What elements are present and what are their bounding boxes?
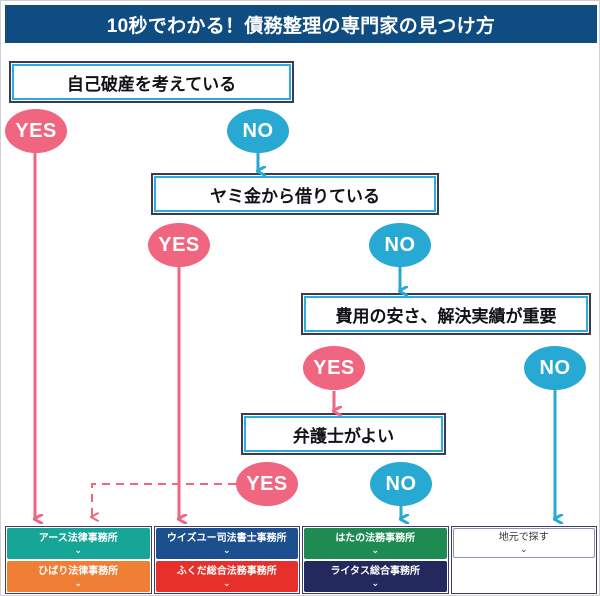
- edge-d4-yes-dashed: [92, 483, 236, 517]
- chevron-down-icon: ⌄: [222, 577, 231, 588]
- result-item-raitasu[interactable]: ライタス総合事務所 ⌄: [304, 561, 447, 592]
- result-label: ウイズユー司法書士事務所: [166, 532, 287, 544]
- branch-label-d1-no: NO: [227, 109, 289, 153]
- branch-label-d3-yes: YES: [303, 346, 365, 390]
- result-column-2: ウイズユー司法書士事務所 ⌄ ふくだ総合法務事務所 ⌄: [153, 526, 300, 594]
- chevron-down-icon: ⌄: [371, 544, 380, 555]
- chevron-down-icon: ⌄: [519, 544, 528, 554]
- result-label: ライタス総合事務所: [330, 565, 421, 577]
- result-label: ふくだ総合法務事務所: [176, 565, 277, 577]
- decision-box-1[interactable]: 自己破産を考えている: [9, 61, 294, 103]
- result-item-hibari[interactable]: ひばり法律事務所 ⌄: [7, 561, 150, 592]
- result-label: アース法律事務所: [38, 532, 118, 544]
- branch-label-d1-yes: YES: [5, 109, 67, 153]
- result-column-3: はたの法務事務所 ⌄ ライタス総合事務所 ⌄: [302, 526, 449, 594]
- result-column-4: 地元で探す ⌄: [450, 526, 597, 594]
- chevron-down-icon: ⌄: [74, 544, 83, 555]
- result-label: はたの法務事務所: [335, 532, 416, 544]
- result-label: 地元で探す: [498, 532, 549, 543]
- branch-label-d4-no: NO: [370, 462, 432, 506]
- result-item-local-search[interactable]: 地元で探す ⌄: [452, 528, 595, 558]
- result-label: ひばり法律事務所: [38, 565, 119, 577]
- branch-label-d2-yes: YES: [148, 223, 210, 267]
- result-item-earth[interactable]: アース法律事務所 ⌄: [7, 528, 150, 559]
- results-row: アース法律事務所 ⌄ ひばり法律事務所 ⌄ ウイズユー司法書士事務所 ⌄ ふくだ…: [5, 526, 597, 594]
- result-item-withyou[interactable]: ウイズユー司法書士事務所 ⌄: [155, 528, 298, 559]
- decision-box-2[interactable]: ヤミ金から借りている: [151, 173, 439, 215]
- chevron-down-icon: ⌄: [222, 544, 231, 555]
- page-title: 10秒でわかる！債務整理の専門家の見つけ方: [5, 5, 597, 43]
- chevron-down-icon: ⌄: [371, 577, 380, 588]
- result-item-hatano[interactable]: はたの法務事務所 ⌄: [304, 528, 447, 559]
- branch-label-d4-yes: YES: [236, 462, 298, 506]
- chevron-down-icon: ⌄: [74, 577, 83, 588]
- decision-box-4[interactable]: 弁護士がよい: [241, 413, 446, 455]
- decision-box-3[interactable]: 費用の安さ、解決実績が重要: [301, 293, 591, 335]
- result-item-fukuda[interactable]: ふくだ総合法務事務所 ⌄: [155, 561, 298, 592]
- branch-label-d3-no: NO: [524, 346, 586, 390]
- branch-label-d2-no: NO: [369, 223, 431, 267]
- result-column-1: アース法律事務所 ⌄ ひばり法律事務所 ⌄: [5, 526, 152, 594]
